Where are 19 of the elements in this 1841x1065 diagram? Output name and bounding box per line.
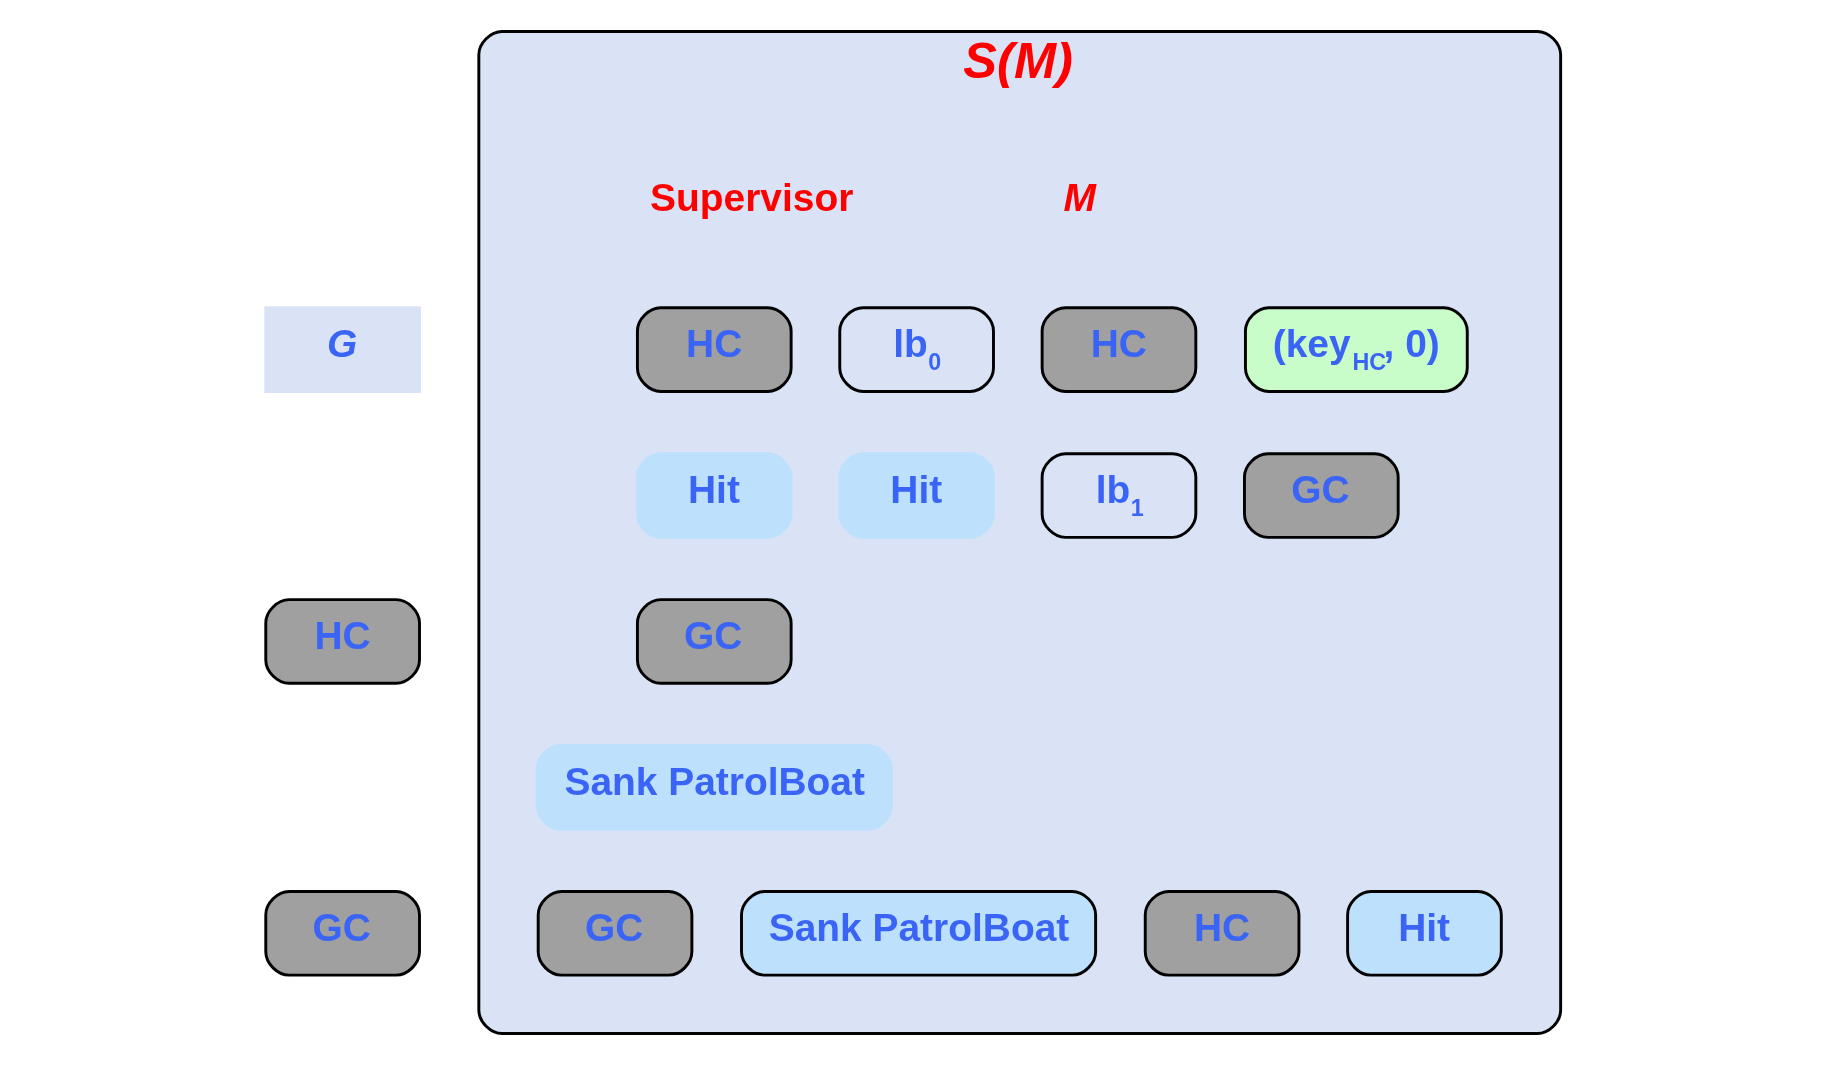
node-box: HC	[1040, 306, 1197, 393]
node-box: HC	[635, 306, 793, 393]
node-box: lb$_{1}$	[1040, 452, 1197, 539]
node-box: Hit	[1345, 890, 1503, 977]
node-box: (key$_{HC}$, 0)	[1243, 306, 1469, 393]
node-box: HC	[1143, 890, 1300, 977]
label: Supervisor	[649, 176, 853, 220]
node-box: GC	[263, 890, 421, 977]
node-box: GC	[1242, 452, 1400, 539]
node-box: Hit	[635, 452, 793, 539]
node-box: lb$_{0}$	[837, 306, 995, 393]
node-box: HC	[263, 598, 421, 685]
label: M	[1063, 176, 1096, 220]
node-box: GC	[536, 890, 693, 977]
node-box: Sank PatrolBoat	[535, 744, 893, 831]
node-box: GC	[635, 598, 793, 685]
node-box: G	[263, 306, 421, 393]
node-box: Hit	[837, 452, 995, 539]
node-box: Sank PatrolBoat	[739, 890, 1097, 977]
